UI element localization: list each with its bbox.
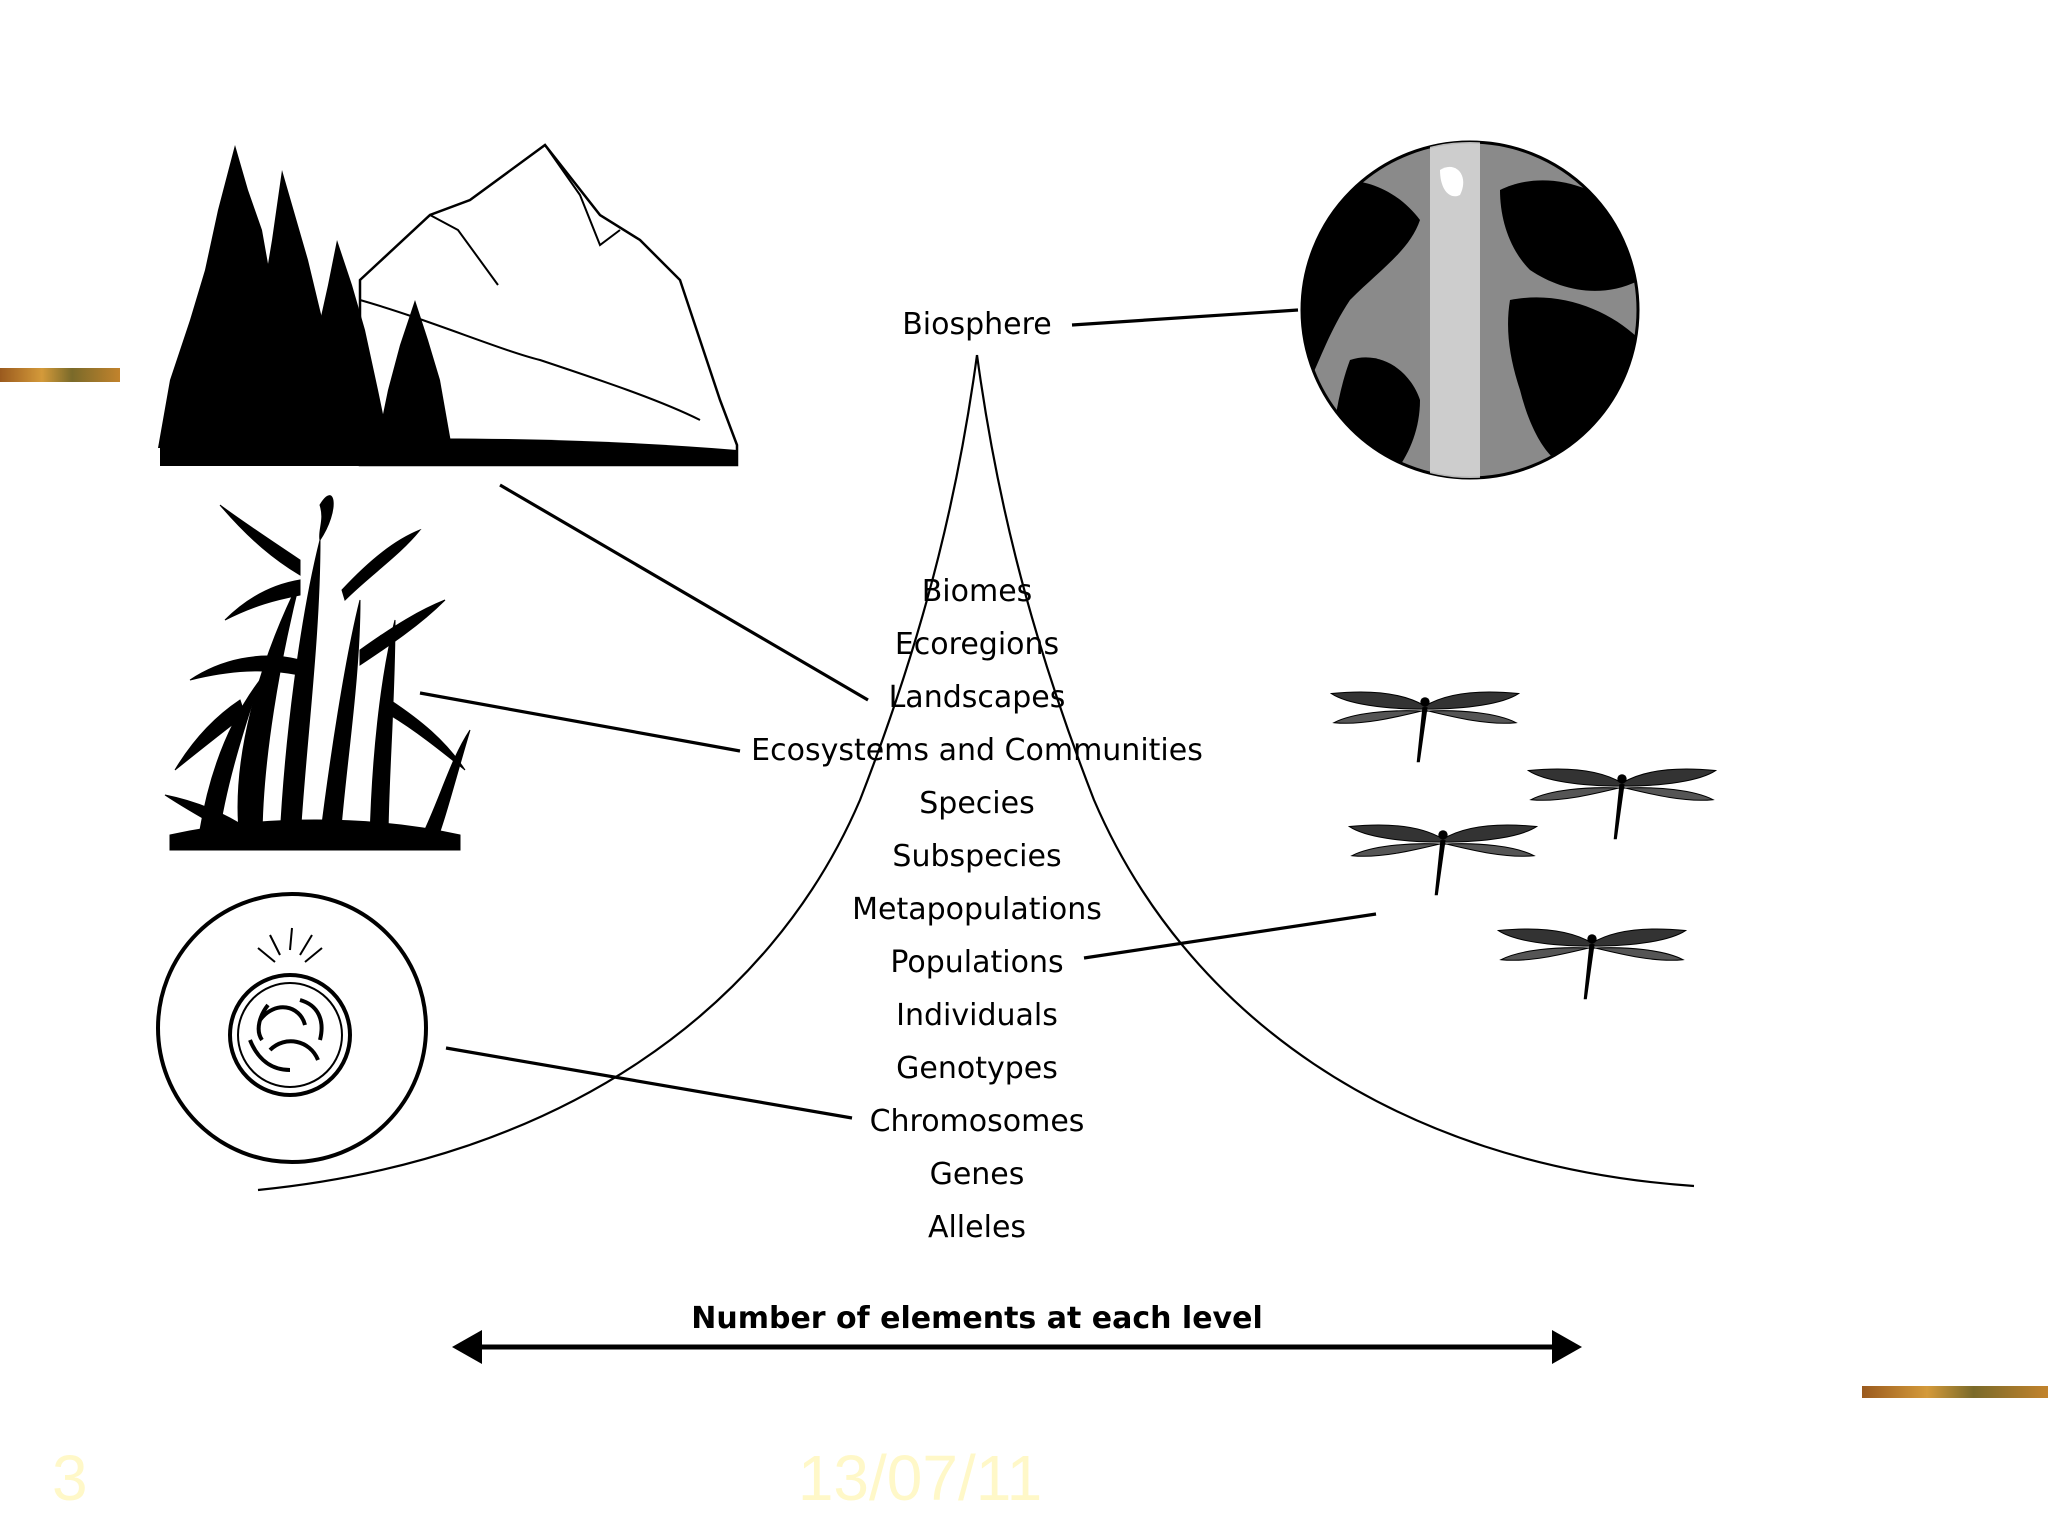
level-label: Ecoregions (895, 627, 1059, 662)
level-label: Populations (890, 945, 1063, 980)
level-biosphere: Biosphere (902, 307, 1052, 342)
mountain-forest-icon (158, 143, 739, 467)
level-label: Landscapes (889, 680, 1066, 715)
level-label: Subspecies (892, 839, 1061, 874)
accent-bar-left (0, 368, 120, 382)
level-label: Biomes (922, 574, 1033, 609)
level-label: Individuals (896, 998, 1058, 1033)
dragonflies-icon (1330, 691, 1717, 1000)
level-label: Ecosystems and Communities (751, 733, 1203, 768)
level-list: Biomes Ecoregions Landscapes Ecosystems … (751, 574, 1203, 1245)
level-label: Species (919, 786, 1034, 821)
accent-bar-right (1862, 1386, 2048, 1398)
level-label: Genes (930, 1157, 1025, 1192)
cell-nucleus-icon (156, 892, 428, 1164)
slide-date: 13/07/11 (798, 1442, 1042, 1514)
axis-label: Number of elements at each level (691, 1301, 1263, 1336)
level-label: Alleles (928, 1210, 1026, 1245)
elements-axis (452, 1330, 1582, 1364)
earth-globe-icon (1300, 140, 1640, 480)
level-label: Chromosomes (870, 1104, 1085, 1139)
axis-arrow-right (1552, 1330, 1582, 1364)
leader-lines (419, 308, 1377, 1120)
level-label: Metapopulations (852, 892, 1102, 927)
hierarchy-curves (257, 354, 1695, 1192)
grass-plant-icon (164, 495, 471, 851)
axis-arrow-left (452, 1330, 482, 1364)
slide-number: 3 (52, 1442, 88, 1514)
level-label: Genotypes (896, 1051, 1058, 1086)
